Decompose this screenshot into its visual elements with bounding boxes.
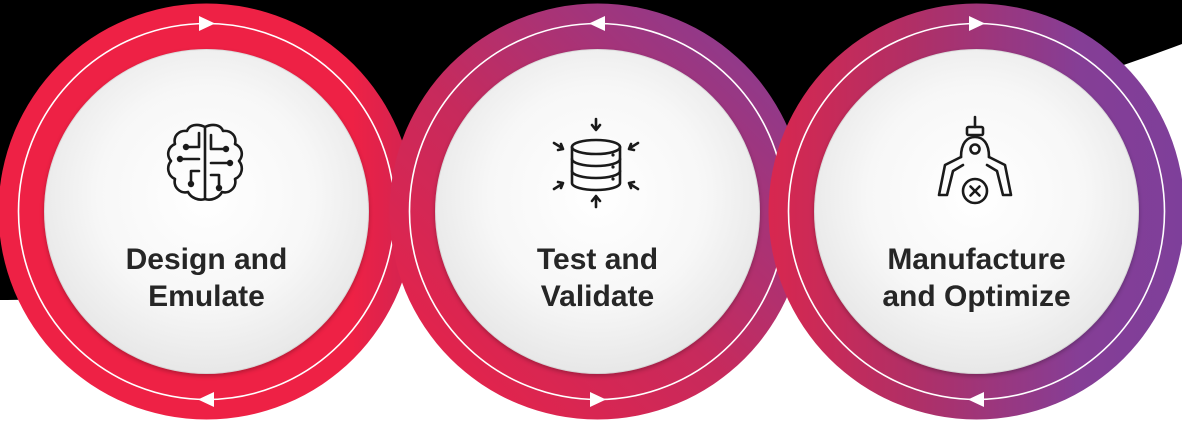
robotic-claw-icon [937, 115, 1013, 205]
brain-circuit-icon [166, 123, 244, 201]
stage-label-line-2: Validate [540, 280, 655, 313]
stage-label: Design and Emulate [55, 241, 358, 315]
arrow-right-icon [590, 392, 606, 407]
stage-label-line-2: Emulate [148, 280, 265, 313]
stage-label-line-2: and Optimize [882, 280, 1071, 313]
stage-manufacture-and-optimize: Manufacture and Optimize [765, 0, 1182, 423]
arrow-left-icon [968, 392, 984, 407]
arrow-right-icon [969, 16, 985, 31]
stage-label-line-1: Design and [125, 243, 288, 276]
stage-label: Manufacture and Optimize [825, 241, 1128, 315]
stage-disc [435, 49, 760, 374]
arrow-right-icon [199, 16, 215, 31]
stage-disc [44, 49, 369, 374]
stage-label-line-1: Manufacture [887, 243, 1066, 276]
stage-test-and-validate: Test and Validate [386, 0, 809, 423]
stage-label-line-1: Test and [536, 243, 659, 276]
arrow-left-icon [589, 16, 605, 31]
stage-design-and-emulate: Design and Emulate [0, 0, 418, 423]
database-arrows-icon [552, 117, 640, 209]
stage-label: Test and Validate [446, 241, 749, 315]
stage-disc [814, 49, 1139, 374]
arrow-left-icon [198, 392, 214, 407]
